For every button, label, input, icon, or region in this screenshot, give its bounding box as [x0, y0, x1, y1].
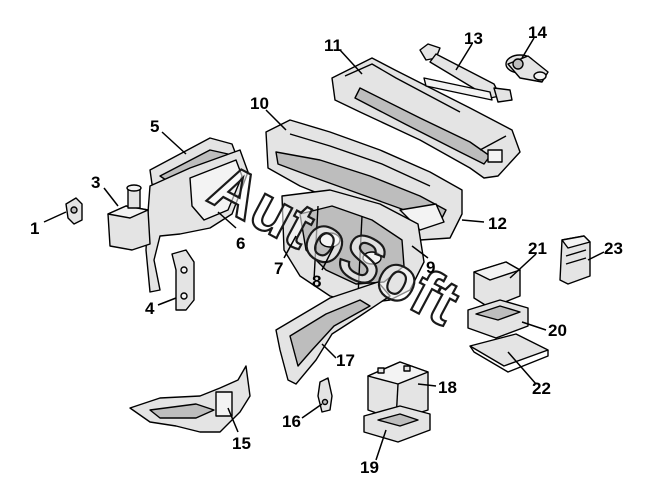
- callout-14: 14: [528, 23, 547, 42]
- callout-18: 18: [438, 378, 457, 397]
- part-18-battery: [367, 361, 429, 421]
- part-22-plate: [469, 333, 549, 373]
- callout-7: 7: [274, 259, 283, 278]
- part-4-bracket: [171, 249, 195, 311]
- callout-labels: 1 3 4 5 6 7 8 9 10 11 12 13 14 15 16 17 …: [30, 23, 623, 477]
- callout-20: 20: [548, 321, 567, 340]
- callout-9: 9: [426, 258, 435, 277]
- callout-12: 12: [488, 214, 507, 233]
- part-11-cowl-crossmember: [331, 57, 521, 179]
- callout-1: 1: [30, 219, 39, 238]
- part-16-small-bracket: [317, 377, 333, 413]
- callout-15: 15: [232, 434, 251, 453]
- part-10-12-scuttle-panel: [265, 119, 463, 241]
- part-19-battery-base: [363, 405, 431, 443]
- callout-11: 11: [324, 36, 342, 55]
- callout-13: 13: [464, 29, 483, 48]
- part-21-box: [473, 261, 521, 309]
- part-15-tray: [129, 365, 251, 433]
- callout-10: 10: [250, 94, 269, 113]
- callout-16: 16: [282, 412, 301, 431]
- part-23-module: [559, 235, 591, 285]
- callout-4: 4: [145, 299, 155, 318]
- part-1-clip: [65, 197, 83, 225]
- part-13-wiper-linkage: [419, 43, 513, 103]
- callout-8: 8: [312, 272, 321, 291]
- part-7-8-9-bay-structure: [281, 189, 425, 305]
- callout-19: 19: [360, 458, 379, 477]
- part-6-wheel-apron: [145, 149, 249, 293]
- callout-23: 23: [604, 239, 623, 258]
- part-17-member: [275, 281, 391, 385]
- callout-5: 5: [150, 117, 159, 136]
- callout-3: 3: [91, 173, 100, 192]
- callout-22: 22: [532, 379, 551, 398]
- callout-21: 21: [528, 239, 547, 258]
- callout-17: 17: [336, 351, 355, 370]
- callout-6: 6: [236, 234, 245, 253]
- part-14-wiper-motor: [505, 54, 549, 83]
- part-20-holder: [467, 299, 529, 339]
- leader-lines: [43, 37, 605, 461]
- part-3-washer-reservoir: [107, 184, 151, 251]
